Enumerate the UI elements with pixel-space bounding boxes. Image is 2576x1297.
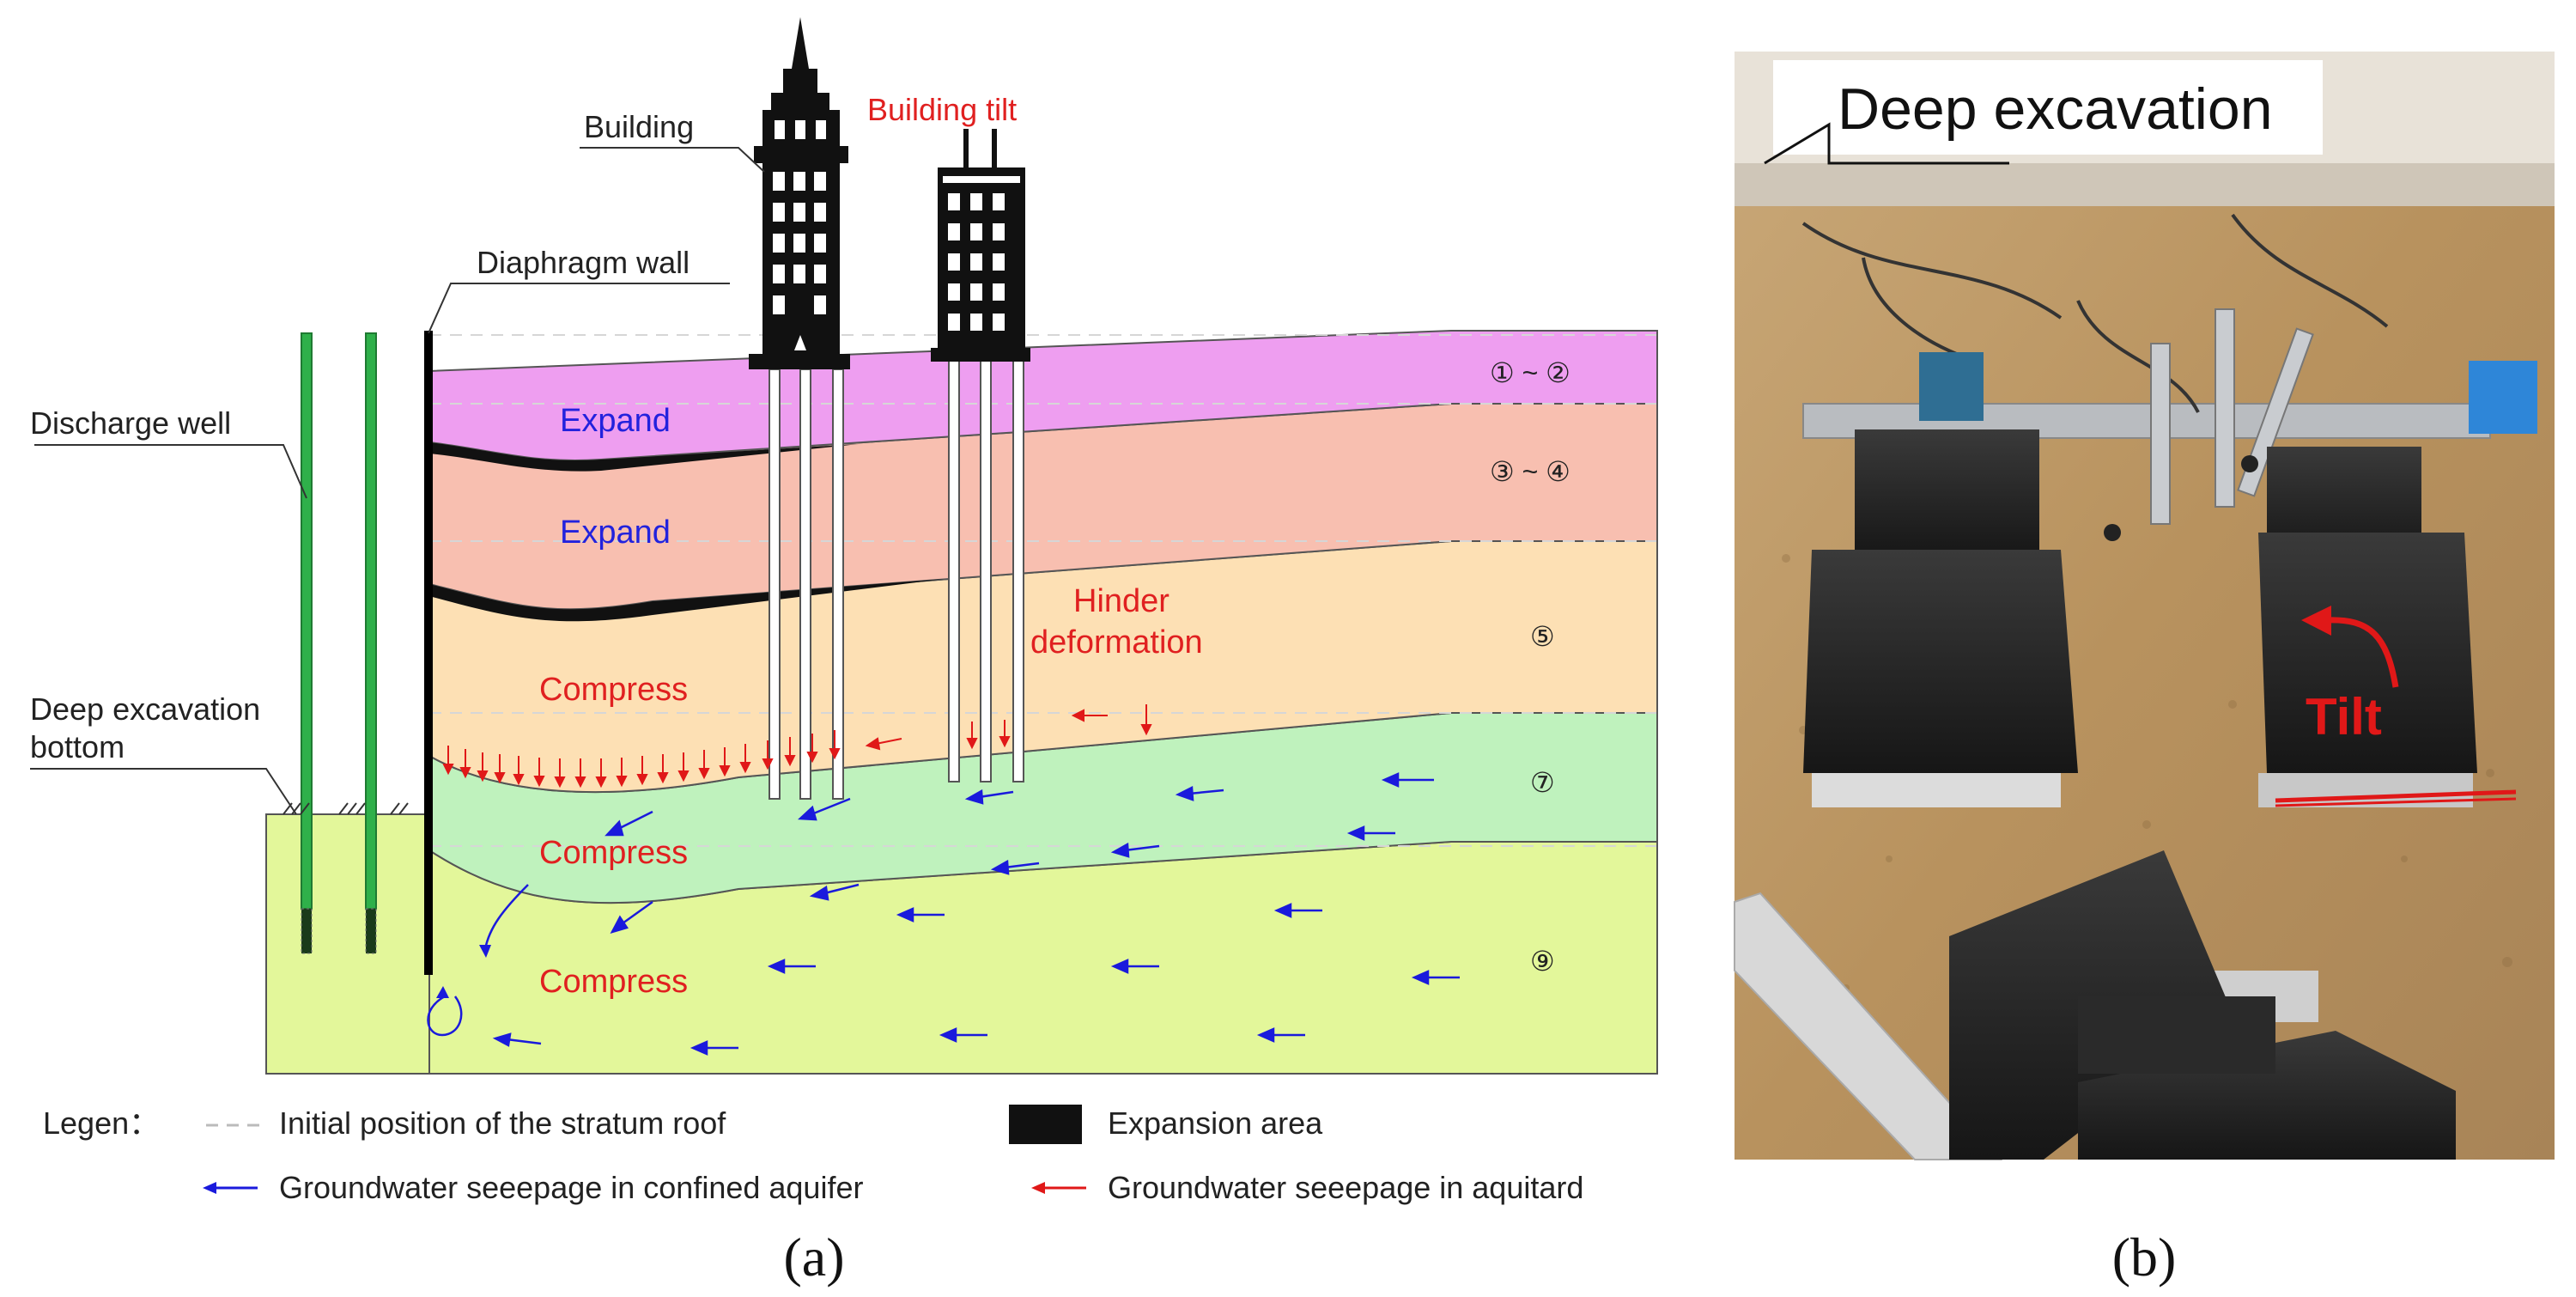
discharge-well-leader xyxy=(34,444,307,499)
excavation-bottom-label-2: bottom xyxy=(30,729,125,764)
excavation-back-wall xyxy=(1735,163,2555,206)
curved-seepage-arrows xyxy=(427,884,529,1037)
discharge-well-1 xyxy=(301,332,313,954)
photo-title-leader xyxy=(1764,122,2009,165)
discharge-well-2 xyxy=(365,332,377,954)
tilt-arrow xyxy=(2326,617,2399,688)
building-1 xyxy=(749,17,850,369)
expansion-area-upper xyxy=(429,442,859,472)
layer-9-name: ⑨ xyxy=(1530,946,1555,977)
layer-1-2-effect: Expand xyxy=(560,403,671,439)
weight-back-right xyxy=(2258,447,2477,807)
legend-dashed-text: Initial position of the stratum roof xyxy=(279,1105,726,1141)
blue-block-left xyxy=(1919,352,1984,421)
legend-title: Legen： xyxy=(43,1105,160,1141)
ground-hatch xyxy=(283,802,409,815)
hinder-label-1: Hinder xyxy=(1073,583,1170,619)
layer-5-name: ⑤ xyxy=(1530,621,1555,652)
aquitard-seepage-arrows-down xyxy=(442,704,1152,789)
photo-title-box xyxy=(1773,60,2323,155)
tilt-label: Tilt xyxy=(2306,688,2382,746)
excavation-bottom-label-1: Deep excavation xyxy=(30,691,260,727)
legend: Legen： Initial position of the stratum r… xyxy=(43,1105,1583,1205)
layer-3-4-effect: Expand xyxy=(560,515,671,551)
panel-a: Diaphragm wall Discharge well Deep excav… xyxy=(30,17,1658,1288)
layer-7-name: ⑦ xyxy=(1530,767,1555,798)
photo-title: Deep excavation xyxy=(1838,76,2273,142)
building-2-piles xyxy=(948,360,1024,782)
blue-block-right xyxy=(2469,361,2537,434)
building-label: Building xyxy=(584,109,694,144)
curved-arrow-head-2 xyxy=(436,986,449,998)
building-leader xyxy=(580,147,765,173)
hinder-label-2: deformation xyxy=(1030,624,1203,661)
ground-left xyxy=(265,813,430,1075)
building-1-piles xyxy=(769,368,844,800)
legend-blue-arrow-text: Groundwater seeepage in confined aquifer xyxy=(279,1170,863,1205)
layer-7-effect: Compress xyxy=(539,835,688,871)
layer-1-2-name: ① ~ ② xyxy=(1490,357,1571,388)
layer-5-effect: Compress xyxy=(539,672,688,708)
curved-arrow-head-1 xyxy=(479,945,491,958)
tilt-reference-line-2 xyxy=(2275,797,2517,807)
aquitard-seepage-arrows-left xyxy=(865,709,1108,751)
tilt-reference-lines xyxy=(2275,789,2517,803)
building-tilt-label: Building tilt xyxy=(867,92,1017,127)
legend-red-arrow-head xyxy=(1031,1182,1045,1194)
displacement-gauges xyxy=(2104,308,2314,541)
discharge-well-label: Discharge well xyxy=(30,405,231,441)
weight-front xyxy=(1949,850,2456,1160)
tilt-arrow-head xyxy=(2301,606,2331,636)
instrument-cables xyxy=(1801,213,2389,413)
excavation-bottom-leader xyxy=(30,768,297,815)
layer-9-effect: Compress xyxy=(539,964,688,1000)
diaphragm-wall-leader xyxy=(428,283,730,334)
building-2 xyxy=(931,129,1030,362)
weight-back-left xyxy=(1803,429,2078,807)
caption-b: (b) xyxy=(2112,1227,2177,1288)
legend-expansion-text: Expansion area xyxy=(1108,1105,1323,1141)
legend-expansion-swatch xyxy=(1009,1105,1082,1144)
layer-3-4-name: ③ ~ ④ xyxy=(1490,456,1571,487)
legend-red-arrow-text: Groundwater seeepage in aquitard xyxy=(1108,1170,1583,1205)
expansion-area-lower xyxy=(429,579,945,622)
caption-a: (a) xyxy=(783,1227,844,1288)
diaphragm-wall-label: Diaphragm wall xyxy=(477,245,690,280)
panel-b: Tilt Deep excavation (b) xyxy=(1734,52,2555,1288)
confined-seepage-arrows xyxy=(492,772,1460,1056)
legend-blue-arrow-head xyxy=(203,1182,216,1194)
diaphragm-wall xyxy=(424,331,433,975)
